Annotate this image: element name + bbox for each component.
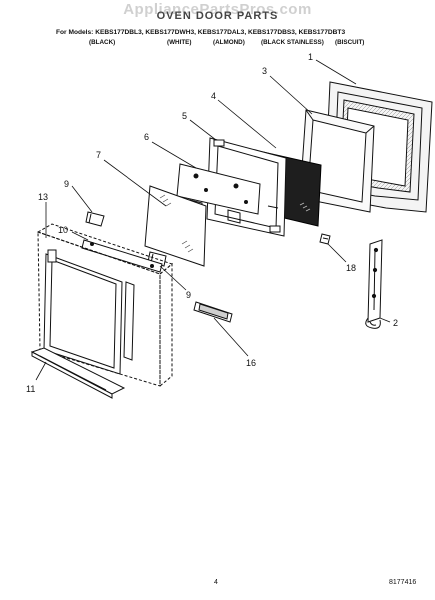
part-13-door-assembly: [36, 223, 174, 388]
document-number: 8177416: [389, 579, 417, 586]
part-18-clip: [319, 233, 331, 245]
color-black: (BLACK): [89, 39, 116, 46]
callout-16: 16: [246, 358, 256, 368]
callout-4: 4: [211, 91, 216, 101]
callout-1: 1: [308, 52, 313, 62]
callout-10: 10: [58, 225, 68, 235]
diagram-title: OVEN DOOR PARTS: [156, 10, 279, 22]
leader-lines: [35, 59, 391, 381]
callout-7: 7: [96, 150, 101, 160]
watermark: AppliancePartsPros.com: [123, 1, 312, 18]
part-7-door-glass: [144, 185, 207, 267]
callout-11: 11: [26, 384, 35, 394]
color-white: (WHITE): [167, 39, 192, 46]
callout-9-lower: 9: [186, 290, 191, 300]
part-16-vent-strip: [193, 301, 233, 323]
callout-5: 5: [182, 111, 187, 121]
part-9-hinge-clip-upper: [85, 211, 105, 227]
models-line: For Models: KEBS177DBL3, KEBS177DWH3, KE…: [56, 29, 346, 36]
part-10-hinge-rail: [81, 239, 163, 273]
part-6-insulation-shield: [176, 163, 261, 224]
callout-6: 6: [144, 132, 149, 142]
color-almond: (ALMOND): [213, 39, 245, 46]
part-11-door-handle: [30, 347, 126, 399]
color-black-stainless: (BLACK STAINLESS): [261, 39, 324, 46]
callout-9-upper: 9: [64, 179, 69, 189]
page-number: 4: [214, 579, 218, 586]
callout-numbers: 1 3 4 5 6 7 9 13 10 9 16 18 2 11: [26, 52, 398, 394]
color-biscuit: (BISCUIT): [335, 39, 365, 46]
part-2-hinge: [365, 239, 383, 329]
callout-3: 3: [262, 66, 267, 76]
callout-2: 2: [393, 318, 398, 328]
callout-18: 18: [346, 263, 356, 273]
callout-13: 13: [38, 192, 48, 202]
